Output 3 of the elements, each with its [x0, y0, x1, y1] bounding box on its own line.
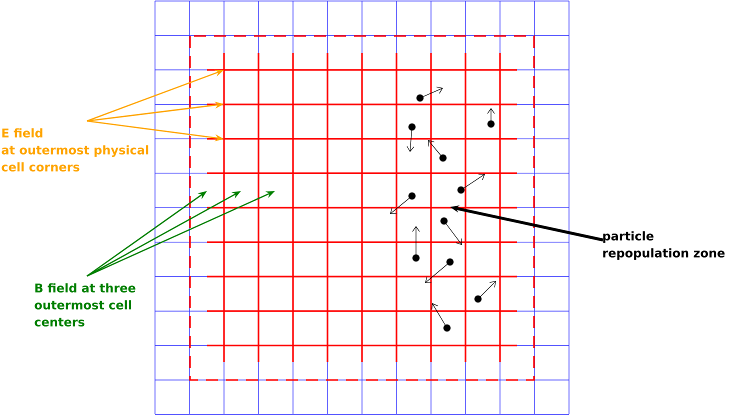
callout-text: particle repopulation zone [603, 231, 725, 260]
callout-text: B field at three outermost cell centers [34, 283, 136, 326]
callout-text: E field at outermost physical cell corners [2, 128, 148, 172]
